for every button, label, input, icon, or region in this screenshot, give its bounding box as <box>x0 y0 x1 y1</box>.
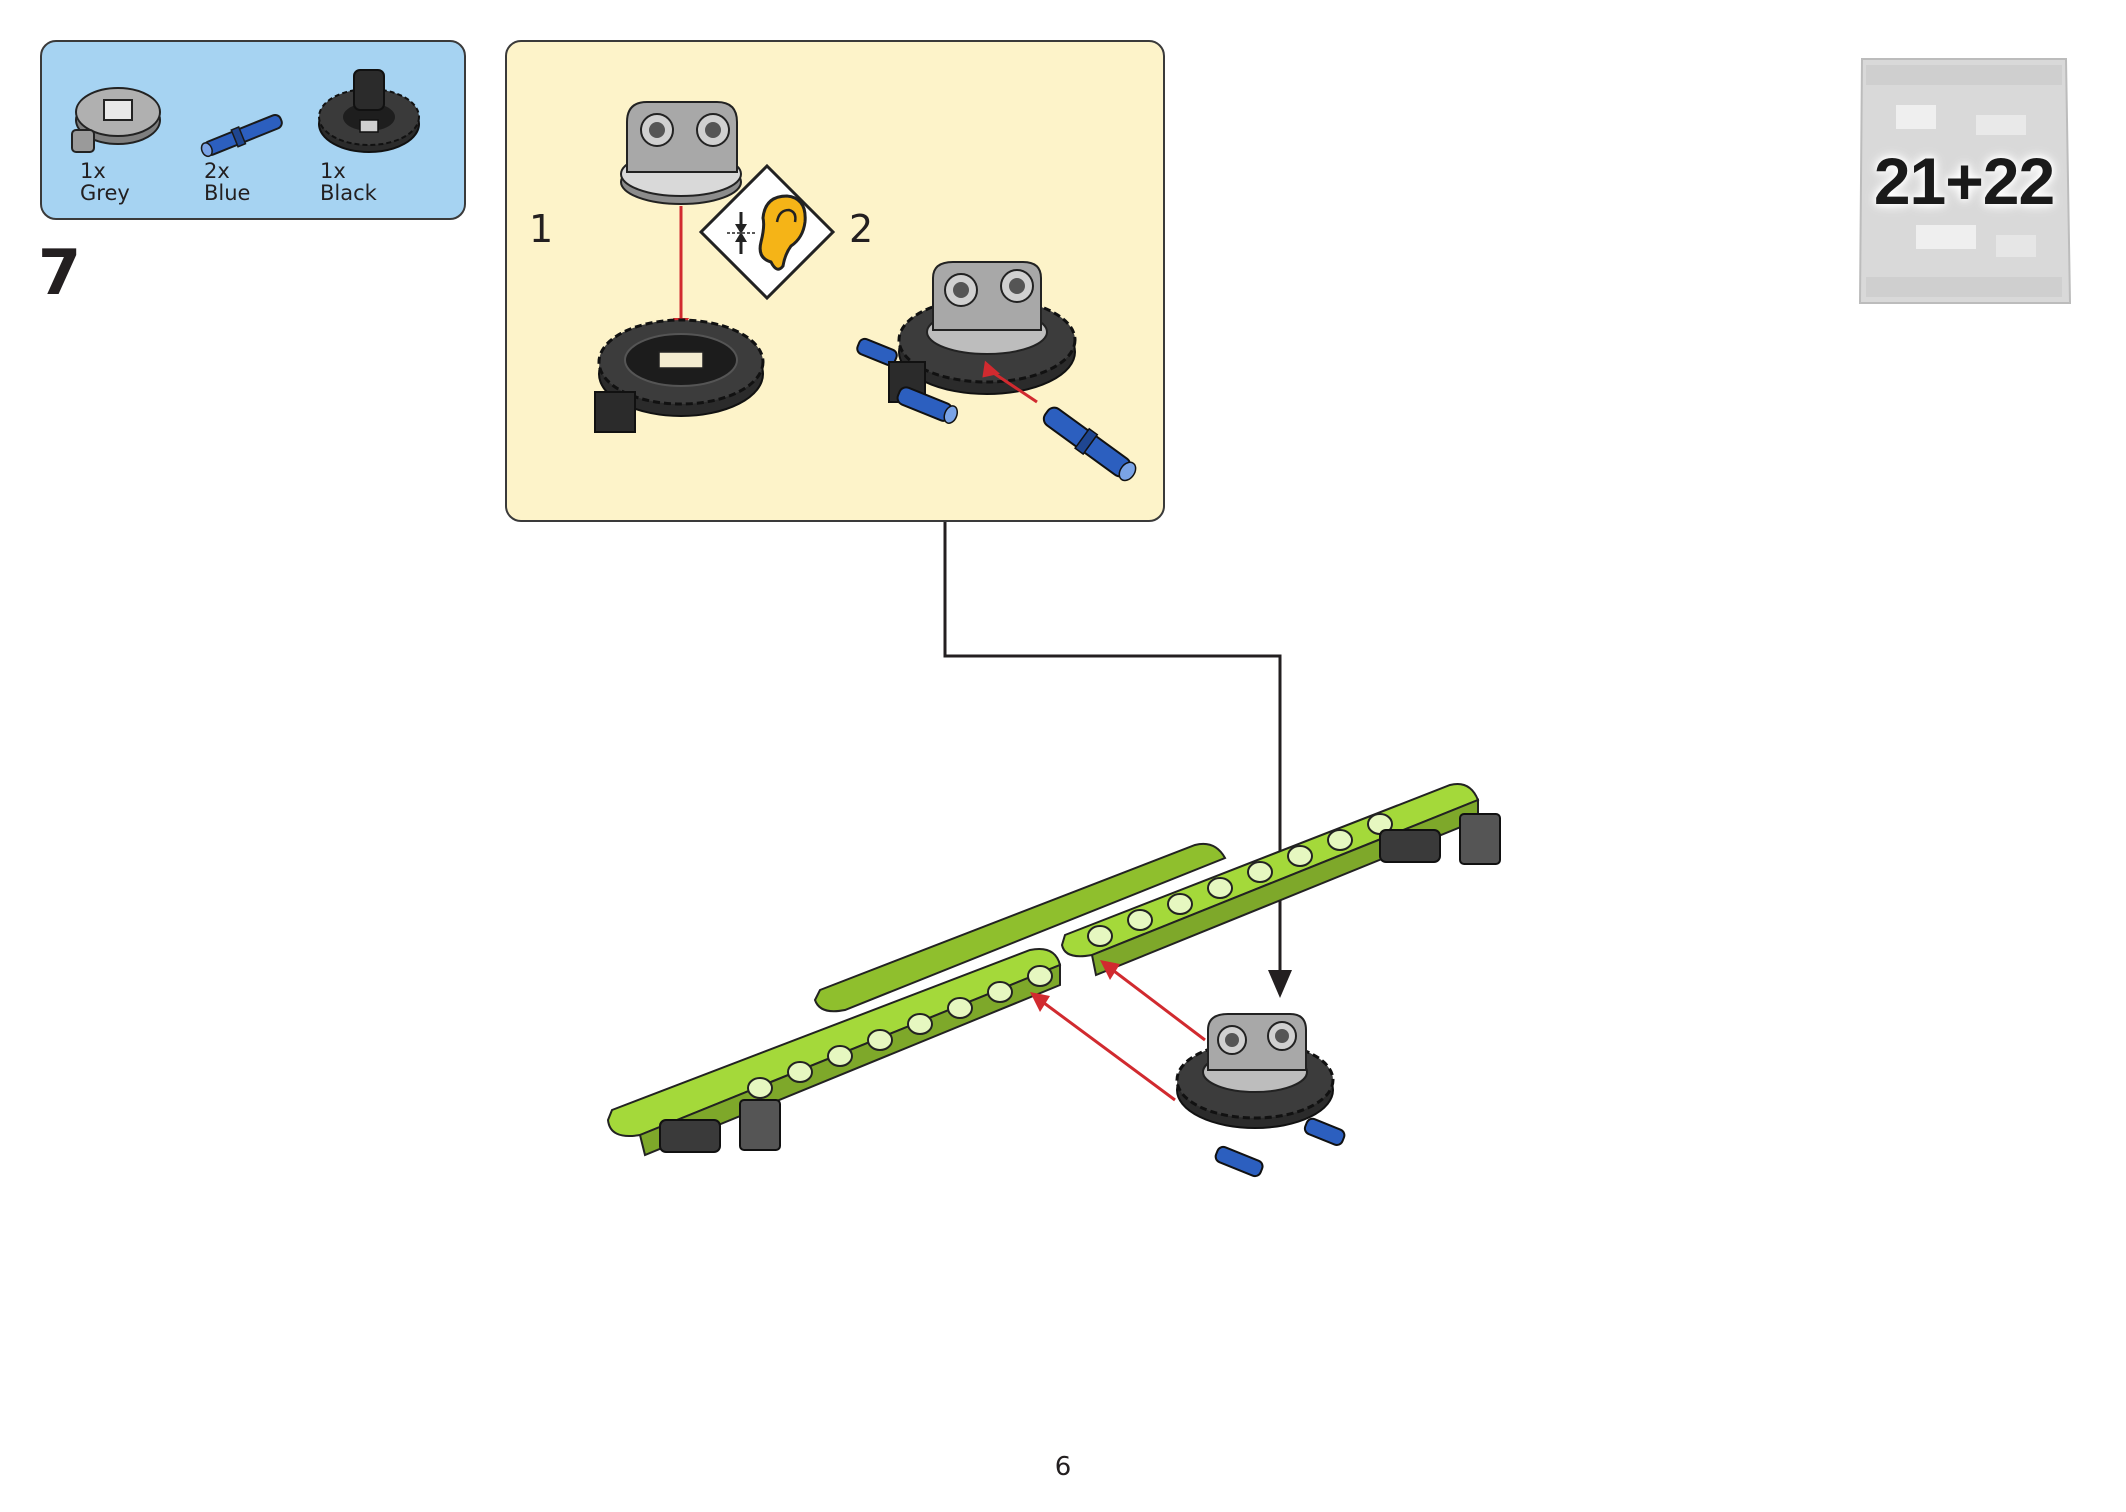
page-number: 6 <box>1054 1452 1072 1482</box>
substep-number-2: 2 <box>849 207 874 251</box>
step-number: 7 <box>38 236 82 309</box>
bag-illustration: 21+22 <box>1856 55 2072 307</box>
bushing-gear-icon <box>71 87 161 153</box>
axle-pin-icon <box>200 113 283 158</box>
bag-icon <box>1858 58 2072 304</box>
substep-panel: 1 2 <box>505 40 1165 522</box>
bag-number-label: 21+22 <box>1873 144 2055 218</box>
substep-1-illustration <box>594 101 765 433</box>
substep-2-illustration <box>856 261 1137 482</box>
substep-number-1: 1 <box>529 207 554 251</box>
gear-24-tooth-icon <box>318 69 420 153</box>
click-sound-icon <box>698 163 836 301</box>
